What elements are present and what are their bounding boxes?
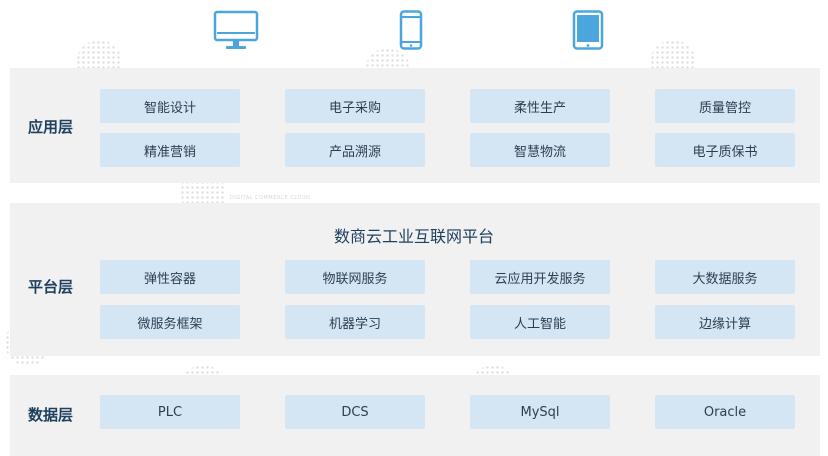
module-flexible-production[interactable]: 柔性生产 [470, 89, 610, 123]
platform-title: 数商云工业互联网平台 [333, 227, 494, 246]
module-precision-marketing[interactable]: 精准营销 [100, 133, 240, 167]
monitor-icon [213, 10, 259, 54]
module-big-data-service[interactable]: 大数据服务 [655, 260, 795, 294]
module-elastic-container[interactable]: 弹性容器 [100, 260, 240, 294]
tablet-icon [572, 10, 604, 54]
module-oracle[interactable]: Oracle [655, 395, 795, 429]
module-machine-learning[interactable]: 机器学习 [285, 305, 425, 339]
platform-layer-label: 平台层 [28, 278, 74, 296]
module-smart-design[interactable]: 智能设计 [100, 89, 240, 123]
module-e-procurement[interactable]: 电子采购 [285, 89, 425, 123]
watermark-english: DIGITAL COMMERCE CLOUD [230, 195, 311, 201]
module-quality-control[interactable]: 质量管控 [655, 89, 795, 123]
phone-icon [399, 10, 423, 54]
module-e-warranty[interactable]: 电子质保书 [655, 133, 795, 167]
module-edge-computing[interactable]: 边缘计算 [655, 305, 795, 339]
data-layer-label: 数据层 [28, 406, 74, 424]
module-cloud-app-dev[interactable]: 云应用开发服务 [470, 260, 610, 294]
module-artificial-intelligence[interactable]: 人工智能 [470, 305, 610, 339]
module-plc[interactable]: PLC [100, 395, 240, 429]
module-dcs[interactable]: DCS [285, 395, 425, 429]
watermark-text: 数商云 [0, 10, 5, 88]
module-mysql[interactable]: MySql [470, 395, 610, 429]
module-iot-service[interactable]: 物联网服务 [285, 260, 425, 294]
module-microservice-framework[interactable]: 微服务框架 [100, 305, 240, 339]
module-smart-logistics[interactable]: 智慧物流 [470, 133, 610, 167]
module-product-traceability[interactable]: 产品溯源 [285, 133, 425, 167]
application-layer-label: 应用层 [28, 118, 74, 136]
